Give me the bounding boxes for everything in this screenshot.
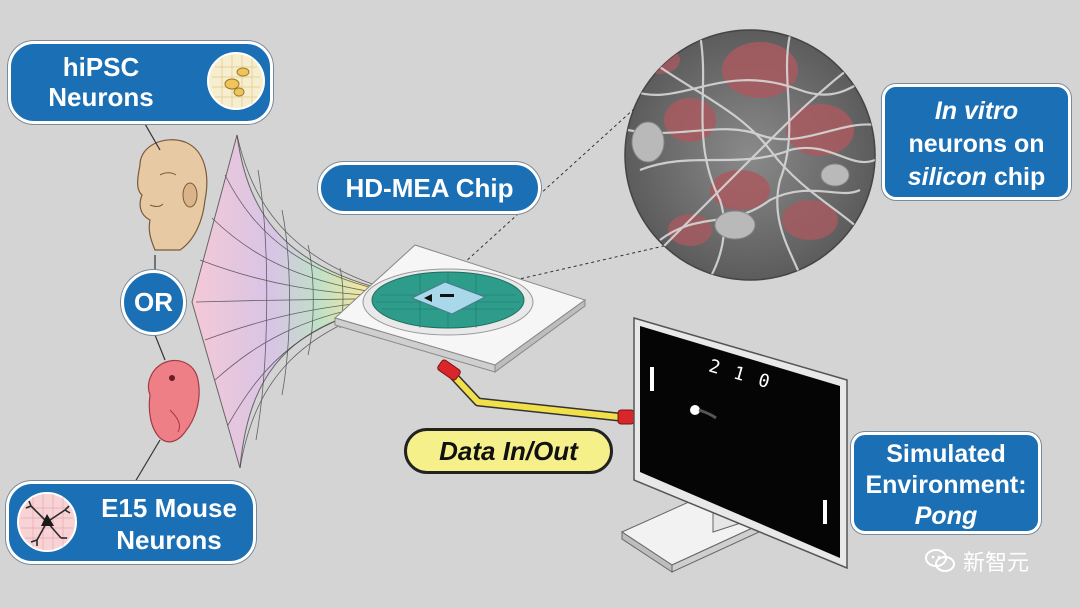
data-in-out-badge: Data In/Out (404, 428, 613, 474)
vitro-label-line3-italic: silicon (907, 163, 987, 191)
vitro-label-line3: silicon chip (885, 161, 1068, 194)
vitro-label-line1: In vitro (934, 97, 1019, 125)
hipsc-label-line1: hiPSC (62, 52, 140, 82)
vitro-label-line3-rest: chip (986, 163, 1046, 191)
watermark: 新智元 (925, 545, 1029, 577)
icon-leader-lines (134, 123, 166, 483)
sim-label-line1: Simulated (886, 440, 1006, 468)
watermark-text: 新智元 (963, 550, 1030, 575)
wechat-icon (925, 549, 955, 572)
mouse-embryo-icon (147, 359, 200, 443)
human-head-icon (137, 139, 208, 251)
pong-monitor-icon (620, 317, 848, 573)
or-badge: OR (121, 270, 186, 335)
hd-mea-chip-badge: HD-MEA Chip (318, 162, 541, 214)
sim-label-line2: Environment: (865, 471, 1027, 499)
cable-icon (437, 359, 635, 425)
vitro-label-line2: neurons on (908, 130, 1045, 158)
hipsc-neurons-badge: hiPSC Neurons (8, 41, 273, 124)
e15-mouse-neurons-badge: E15 Mouse Neurons (6, 481, 256, 564)
sem-micrograph-image (624, 29, 876, 281)
chip-to-sem-connector (431, 107, 691, 297)
mea-chip-icon (334, 244, 587, 373)
mouse-label-line1: E15 Mouse (101, 493, 237, 523)
mouse-neuron-icon (17, 492, 77, 552)
hipsc-label-line2: Neurons (48, 82, 154, 112)
neuron-cells-icon (207, 52, 265, 110)
simulated-environment-badge: Simulated Environment: Pong (851, 432, 1041, 534)
mouse-label-line2: Neurons (116, 525, 222, 555)
in-vitro-badge: In vitro neurons on silicon chip (882, 84, 1071, 200)
sim-label-line3: Pong (914, 502, 978, 530)
